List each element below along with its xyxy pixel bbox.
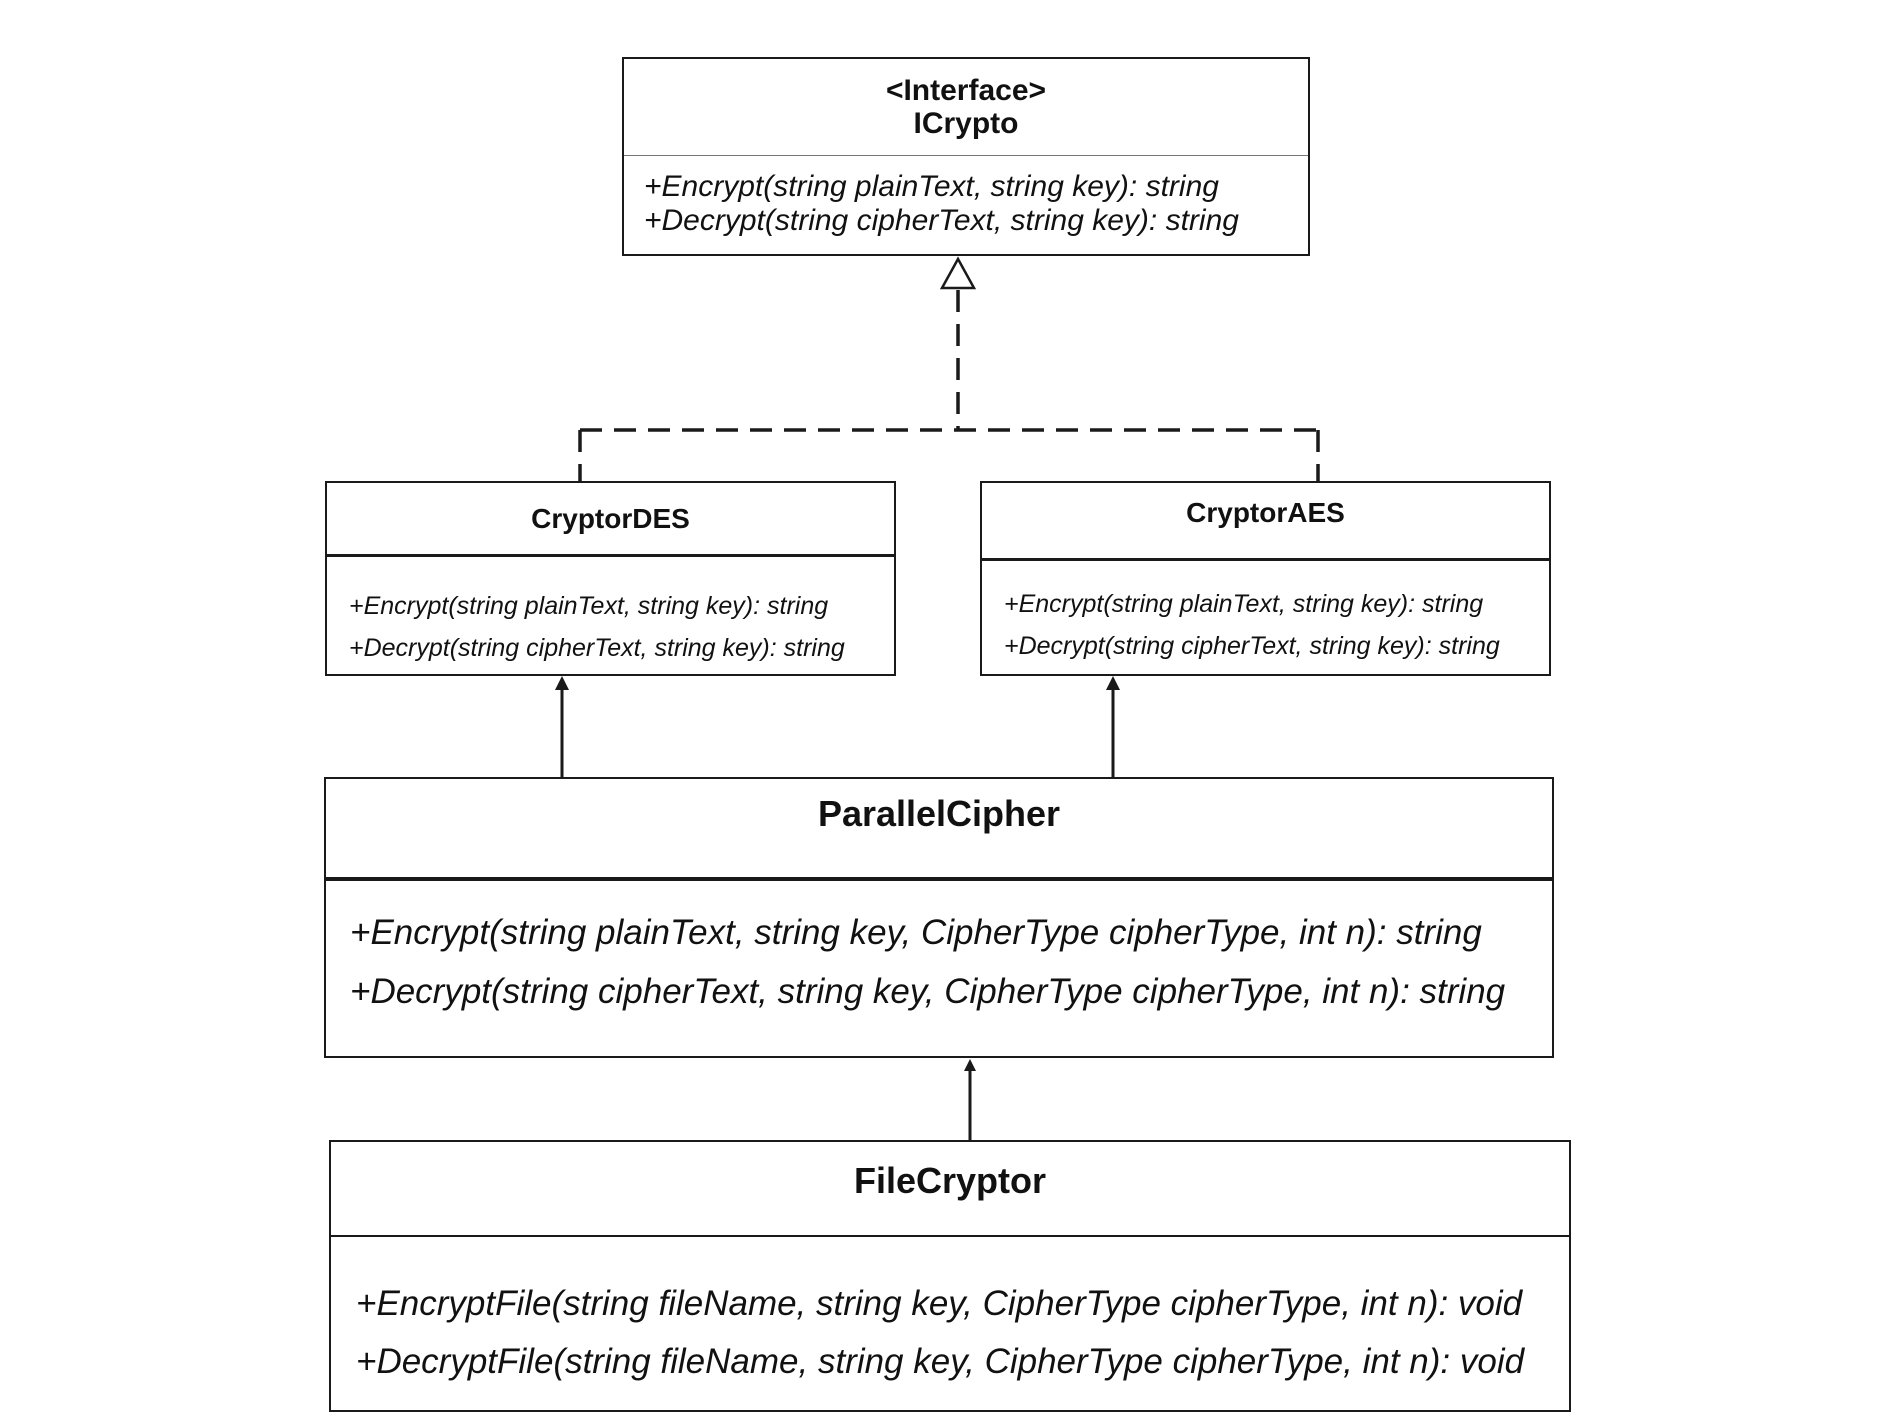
class-name: CryptorDES xyxy=(531,503,690,534)
class-header: ParallelCipher xyxy=(326,779,1552,881)
operation: +DecryptFile(string fileName, string key… xyxy=(356,1342,1525,1381)
operations-compartment: +Encrypt(string plainText, string key, C… xyxy=(326,881,1552,1021)
class-name: FileCryptor xyxy=(853,1160,1047,1201)
operation: +Encrypt(string plainText, string key): … xyxy=(349,592,829,620)
class-filecryptor: FileCryptor +EncryptFile(string fileName… xyxy=(329,1140,1571,1412)
association-parallel-to-aes xyxy=(1106,676,1120,777)
class-header: CryptorAES xyxy=(982,483,1549,561)
class-header: <Interface> ICrypto xyxy=(624,59,1308,156)
operation: +Encrypt(string plainText, string key): … xyxy=(1004,590,1484,618)
operation: +EncryptFile(string fileName, string key… xyxy=(356,1284,1523,1323)
operations-compartment: +Encrypt(string plainText, string key): … xyxy=(327,557,894,669)
operations-compartment: +Encrypt(string plainText, string key): … xyxy=(982,561,1549,667)
realization-connector xyxy=(578,290,1320,481)
class-name: CryptorAES xyxy=(1186,497,1345,528)
operation: +Decrypt(string cipherText, string key, … xyxy=(350,972,1506,1011)
interface-stereotype: <Interface> xyxy=(885,74,1047,107)
class-parallelcipher: ParallelCipher +Encrypt(string plainText… xyxy=(324,777,1554,1058)
class-header: FileCryptor xyxy=(331,1142,1569,1237)
realization-arrowhead xyxy=(939,256,977,290)
operation: +Decrypt(string cipherText, string key):… xyxy=(644,204,1239,237)
class-name: ICrypto xyxy=(913,107,1019,140)
operations-compartment: +EncryptFile(string fileName, string key… xyxy=(331,1237,1569,1391)
class-icrypto: <Interface> ICrypto +Encrypt(string plai… xyxy=(622,57,1310,256)
operations-compartment: +Encrypt(string plainText, string key): … xyxy=(624,156,1308,238)
class-name: ParallelCipher xyxy=(817,793,1061,834)
association-file-to-parallel xyxy=(964,1059,976,1140)
operation: +Encrypt(string plainText, string key): … xyxy=(644,170,1219,203)
operation: +Encrypt(string plainText, string key, C… xyxy=(350,913,1482,952)
class-header: CryptorDES xyxy=(327,483,894,557)
operation: +Decrypt(string cipherText, string key):… xyxy=(1004,632,1500,660)
association-parallel-to-des xyxy=(555,676,569,777)
class-cryptordes: CryptorDES +Encrypt(string plainText, st… xyxy=(325,481,896,676)
class-cryptoraes: CryptorAES +Encrypt(string plainText, st… xyxy=(980,481,1551,676)
operation: +Decrypt(string cipherText, string key):… xyxy=(349,634,845,662)
